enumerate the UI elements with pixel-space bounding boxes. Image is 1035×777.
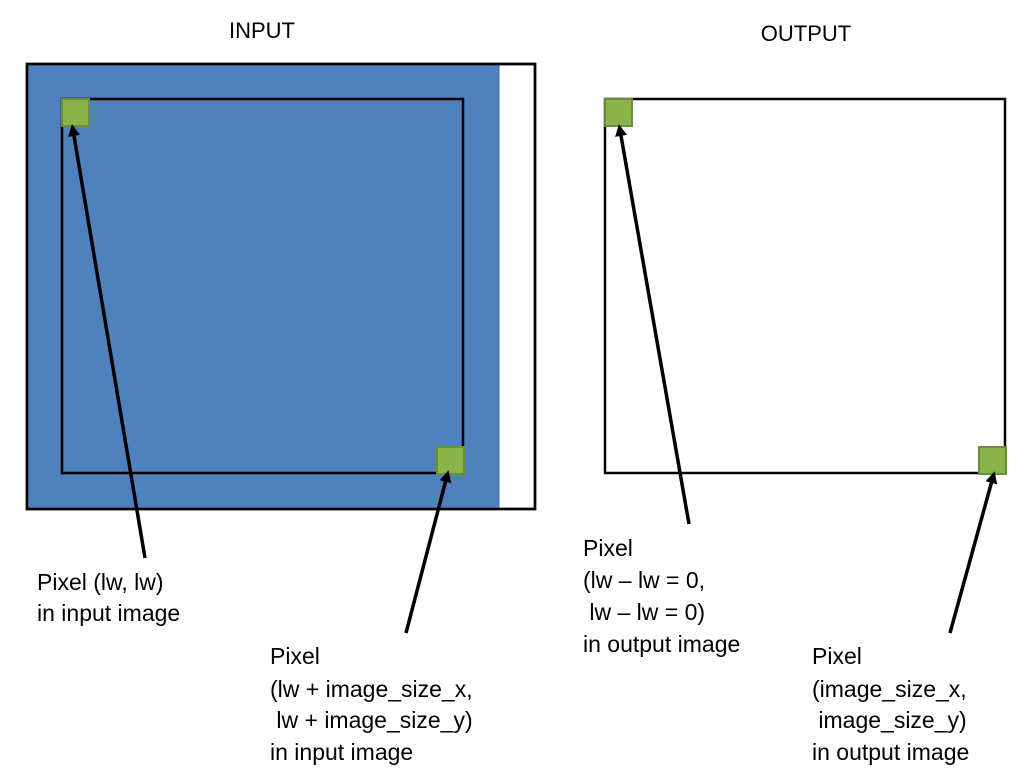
label-line: image_size_y) — [812, 707, 967, 733]
label-line: in output image — [583, 631, 740, 657]
label-output-bottom-right: Pixel (image_size_x, image_size_y) in ou… — [812, 643, 969, 765]
output-panel — [603, 97, 1007, 475]
label-line: in input image — [37, 600, 180, 626]
input-image-area — [27, 64, 500, 509]
arrows — [68, 124, 998, 634]
output-top-left-pixel-icon — [604, 98, 633, 127]
output-frame — [603, 97, 1007, 475]
label-line: Pixel (lw, lw) — [37, 569, 164, 595]
label-line: (image_size_x, — [812, 676, 967, 702]
input-outer-frame-border — [25, 62, 537, 511]
arrow-icon — [68, 124, 147, 559]
input-title: INPUT — [229, 18, 295, 43]
label-input-top-left: Pixel (lw, lw) in input image — [37, 569, 180, 626]
arrow-icon — [948, 471, 998, 634]
input-bottom-right-pixel-icon — [436, 446, 465, 475]
arrow-icon — [404, 470, 452, 634]
label-output-top-left: Pixel (lw – lw = 0, lw – lw = 0) in outp… — [583, 535, 740, 657]
label-line: (lw – lw = 0, — [583, 567, 705, 593]
label-line: (lw + image_size_x, — [270, 676, 473, 702]
label-line: lw – lw = 0) — [583, 599, 705, 625]
label-line: Pixel — [583, 535, 633, 561]
label-line: Pixel — [812, 643, 862, 669]
label-line: Pixel — [270, 643, 320, 669]
input-panel — [25, 62, 537, 511]
input-top-left-pixel-icon — [61, 98, 90, 127]
label-line: in input image — [270, 739, 413, 765]
label-line: in output image — [812, 739, 969, 765]
output-title: OUTPUT — [761, 21, 851, 46]
arrow-icon — [615, 124, 691, 525]
input-crop-frame — [60, 97, 465, 475]
label-line: lw + image_size_y) — [270, 707, 473, 733]
label-input-bottom-right: Pixel (lw + image_size_x, lw + image_siz… — [270, 643, 473, 765]
output-bottom-right-pixel-icon — [978, 446, 1007, 475]
